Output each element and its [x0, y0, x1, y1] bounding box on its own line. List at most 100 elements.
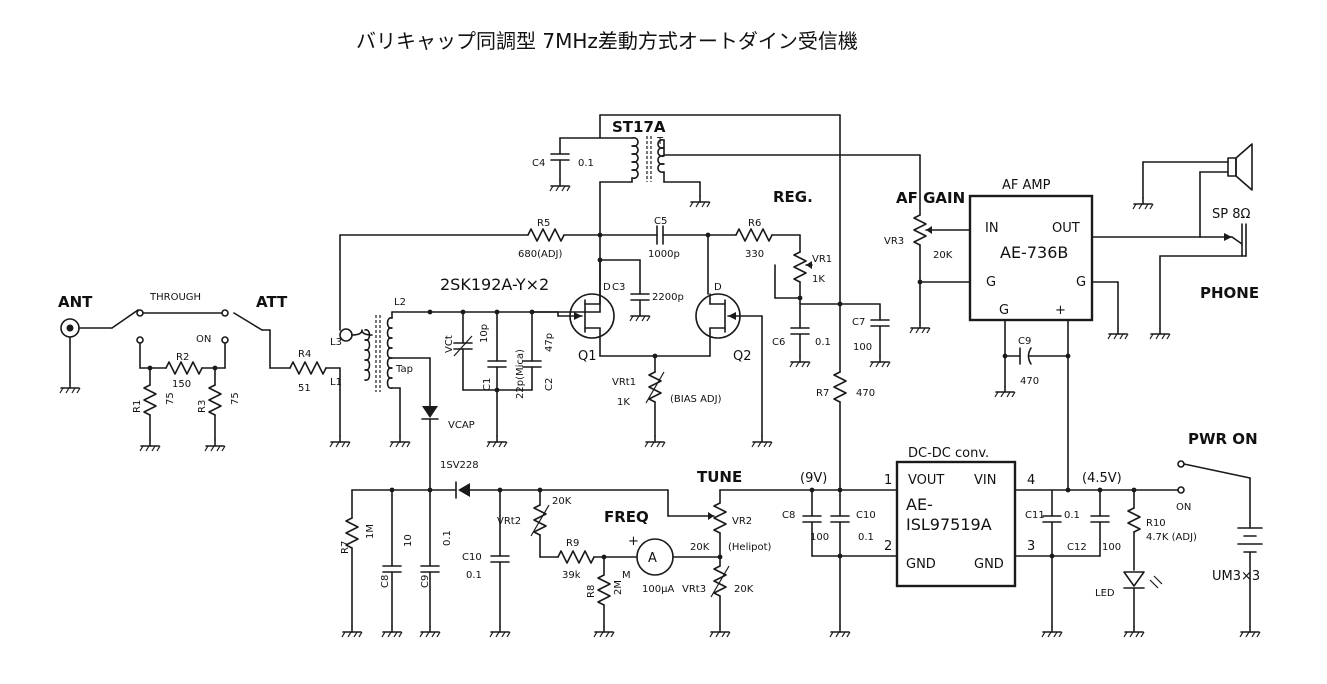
r8-label: R8 — [586, 585, 597, 598]
c12-label: C12 — [1067, 542, 1087, 553]
c7-label: C7 — [852, 317, 865, 328]
vrt1-label: VRt1 — [612, 377, 636, 388]
r3-value: 75 — [230, 392, 241, 405]
dcdc-title: DC-DC conv. — [908, 446, 989, 461]
r5-value: 680(ADJ) — [518, 249, 562, 260]
c1-label: C1 — [482, 378, 493, 391]
reg-label: REG. — [773, 188, 813, 206]
r2-label: R2 — [176, 352, 189, 363]
r9-value: 39k — [562, 570, 581, 581]
c6-value: 0.1 — [815, 337, 831, 348]
meter-plus: + — [628, 534, 639, 549]
c4-value: 0.1 — [578, 158, 594, 169]
dcdc-pin3: 3 — [1027, 539, 1035, 554]
battery-label: UM3×3 — [1212, 569, 1260, 584]
l3-label: L3 — [330, 337, 342, 348]
freq-label: FREQ — [604, 508, 649, 526]
c7-value: 100 — [853, 342, 872, 353]
c8-mid-label: C8 — [782, 510, 795, 521]
input-coil — [329, 234, 601, 448]
af-amp-module — [968, 194, 1094, 322]
r10-value: 4.7K (ADJ) — [1146, 532, 1197, 543]
through-label: THROUGH — [149, 292, 201, 303]
v45-label: (4.5V) — [1082, 471, 1122, 486]
dcdc-gnd-right: GND — [974, 557, 1004, 572]
tuning-capacitors — [453, 309, 542, 448]
r10-label: R10 — [1146, 518, 1166, 529]
vr3-value: 20K — [933, 250, 953, 261]
vr1-value: 1K — [812, 274, 825, 285]
dcdc-part-1: AE- — [906, 495, 933, 514]
c8-bot-value: 10 — [403, 534, 414, 547]
r7-top-label: R7 — [816, 388, 829, 399]
antenna-section — [59, 309, 341, 452]
meter-m-label: M — [622, 570, 631, 581]
pwr-on-position: ON — [1176, 502, 1191, 513]
af-amp-wiring — [994, 236, 1201, 491]
l1-label: L1 — [330, 377, 342, 388]
af-amp-plus: + — [1055, 303, 1066, 318]
r8-value: 2M — [613, 580, 624, 595]
regulator-section — [774, 114, 891, 491]
c12-value: 100 — [1102, 542, 1121, 553]
att-label: ATT — [256, 293, 288, 311]
vr3-label: VR3 — [884, 236, 904, 247]
af-amp-part: AE-736B — [1000, 243, 1068, 262]
r5-label: R5 — [537, 218, 550, 229]
af-amp-g-bottom: G — [999, 303, 1009, 318]
tap-label: Tap — [395, 364, 413, 375]
r6-value: 330 — [745, 249, 764, 260]
r9-label: R9 — [566, 538, 579, 549]
vr1-label: VR1 — [812, 254, 832, 265]
af-amp-title: AF AMP — [1002, 178, 1051, 193]
dcdc-vout: VOUT — [908, 473, 944, 488]
c10-mid-value: 0.1 — [858, 532, 874, 543]
c5-label: C5 — [654, 216, 667, 227]
pwr-on-label: PWR ON — [1188, 430, 1258, 448]
meter-value: 100μA — [642, 584, 674, 595]
tune-label: TUNE — [697, 468, 742, 486]
r7-bot-label: R7 — [340, 541, 351, 554]
fet-part-label: 2SK192A-Y×2 — [440, 275, 549, 294]
vrt1-value: 1K — [617, 397, 630, 408]
dcdc-pin4: 4 — [1027, 473, 1035, 488]
c9-top-label: C9 — [1018, 336, 1031, 347]
r7-bot-value: 1M — [365, 524, 376, 539]
speaker-output — [1132, 143, 1253, 340]
c11-value: 0.1 — [1064, 510, 1080, 521]
vct-value: 10p — [479, 324, 490, 343]
af-amp-g-right: G — [1076, 275, 1086, 290]
r3-label: R3 — [197, 400, 208, 413]
v9-label: (9V) — [800, 471, 827, 486]
c2-value: 47p — [544, 333, 555, 352]
bias-adj-label: (BIAS ADJ) — [670, 394, 722, 405]
q2-label: Q2 — [733, 349, 752, 364]
dcdc-vin: VIN — [974, 473, 996, 488]
dcdc-pin2: 2 — [884, 539, 892, 554]
r1-label: R1 — [132, 400, 143, 413]
q1-drain-label: D — [603, 282, 611, 293]
af-amp-out: OUT — [1052, 221, 1080, 236]
transformer-t-label: T — [656, 136, 664, 147]
c3-value: 2200p — [652, 292, 684, 303]
dcdc-gnd-left: GND — [906, 557, 936, 572]
dcdc-module — [895, 460, 1017, 588]
c10-bot-label: C10 — [462, 552, 482, 563]
helipot-label: (Helipot) — [728, 542, 772, 553]
dcdc-part-2: ISL97519A — [906, 515, 992, 534]
l2-label: L2 — [394, 297, 406, 308]
vrt2-value: 20K — [552, 496, 572, 507]
r7-top-value: 470 — [856, 388, 875, 399]
fet-pair — [531, 234, 773, 448]
c8-mid-value: 100 — [810, 532, 829, 543]
meter-symbol: A — [648, 551, 657, 566]
r2-value: 150 — [172, 379, 191, 390]
c10-mid-label: C10 — [856, 510, 876, 521]
c1-value: 22p(Mica) — [515, 349, 526, 399]
c6-label: C6 — [772, 337, 785, 348]
led-label: LED — [1095, 588, 1115, 599]
c9-bot-value: 0.1 — [442, 530, 453, 546]
r5-feedback — [339, 225, 801, 253]
c3-label: C3 — [612, 282, 625, 293]
power-rail — [719, 487, 1179, 638]
